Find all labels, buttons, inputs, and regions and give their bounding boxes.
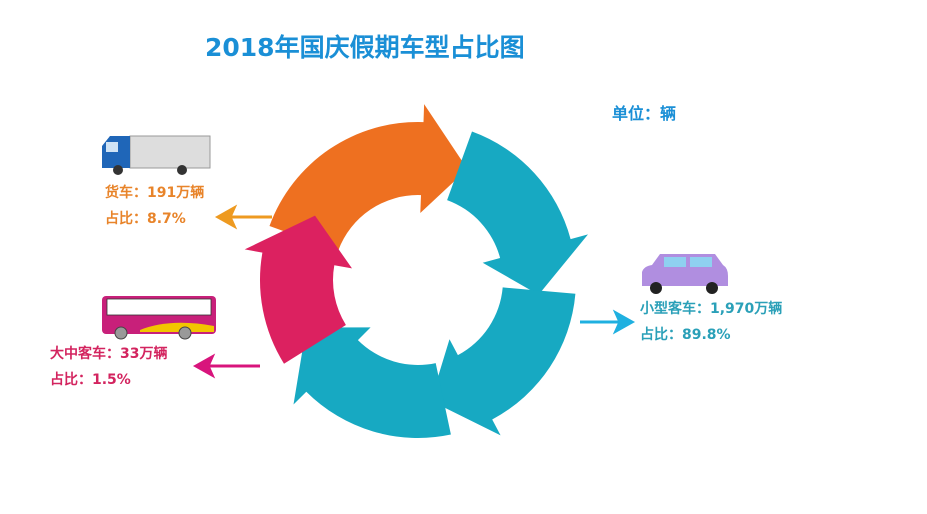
unit-label: 单位：辆 (612, 104, 677, 123)
car-pointer-arrow (580, 309, 636, 335)
bus-share: 占比：1.5% (50, 372, 131, 388)
bus-count: 大中客车：33万辆 (50, 346, 168, 362)
truck-share: 占比：8.7% (105, 211, 186, 227)
cycle-ring (244, 104, 588, 438)
ring-arrow-teal-1 (447, 131, 588, 295)
car-share: 占比：89.8% (640, 327, 731, 343)
ring-arrow-teal-2 (430, 287, 576, 436)
car-icon (642, 254, 728, 294)
chart-title: 2018年国庆假期车型占比图 (205, 33, 525, 62)
bus-label: 大中客车：33万辆 占比：1.5% (50, 341, 167, 393)
truck-pointer-arrow (214, 204, 272, 230)
car-label: 小型客车：1,970万辆 占比：89.8% (640, 296, 782, 348)
ring-arrow-pink (244, 215, 352, 364)
ring-arrow-teal-3 (293, 327, 451, 438)
truck-label: 货车：191万辆 占比：8.7% (105, 180, 204, 232)
bus-pointer-arrow (192, 353, 260, 379)
truck-count: 货车：191万辆 (105, 185, 205, 201)
truck-icon (102, 135, 211, 175)
ring-arrow-orange (269, 104, 468, 251)
car-count: 小型客车：1,970万辆 (640, 301, 783, 317)
bus-icon (102, 296, 216, 340)
